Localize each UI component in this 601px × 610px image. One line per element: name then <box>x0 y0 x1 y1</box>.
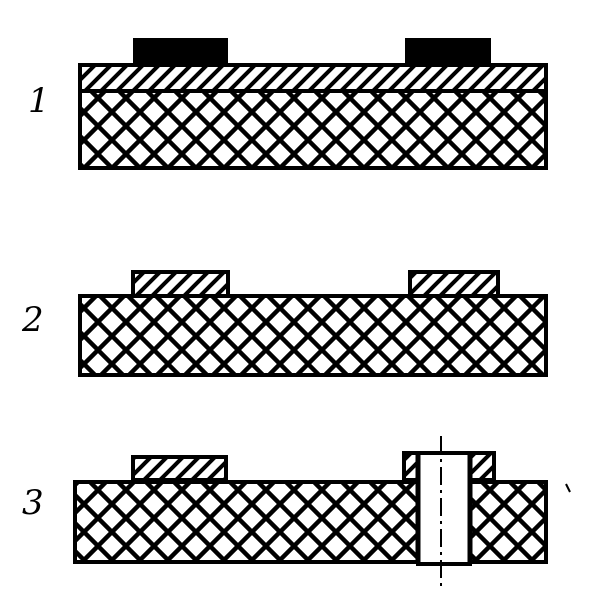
step-3-trace-left <box>131 455 228 482</box>
step-3-through-hole <box>416 451 472 566</box>
step-1-foil-layer <box>78 63 548 93</box>
step-2: 2 <box>21 270 548 377</box>
step-3-substrate <box>73 480 548 564</box>
step-2-label: 2 <box>21 300 44 340</box>
step-2-trace-left <box>131 270 230 298</box>
step-1-photoresist-left <box>133 38 228 65</box>
step-2-substrate <box>78 294 548 377</box>
step-2-trace-right <box>408 270 500 298</box>
step-3: 3 <box>22 436 571 590</box>
step-3-label: 3 <box>22 483 44 523</box>
step-1-label: 1 <box>28 81 50 121</box>
step-1-photoresist-right <box>405 38 491 65</box>
step-3-tick-mark <box>565 483 571 493</box>
step-1: 1 <box>28 38 548 170</box>
step-1-substrate <box>78 89 548 170</box>
